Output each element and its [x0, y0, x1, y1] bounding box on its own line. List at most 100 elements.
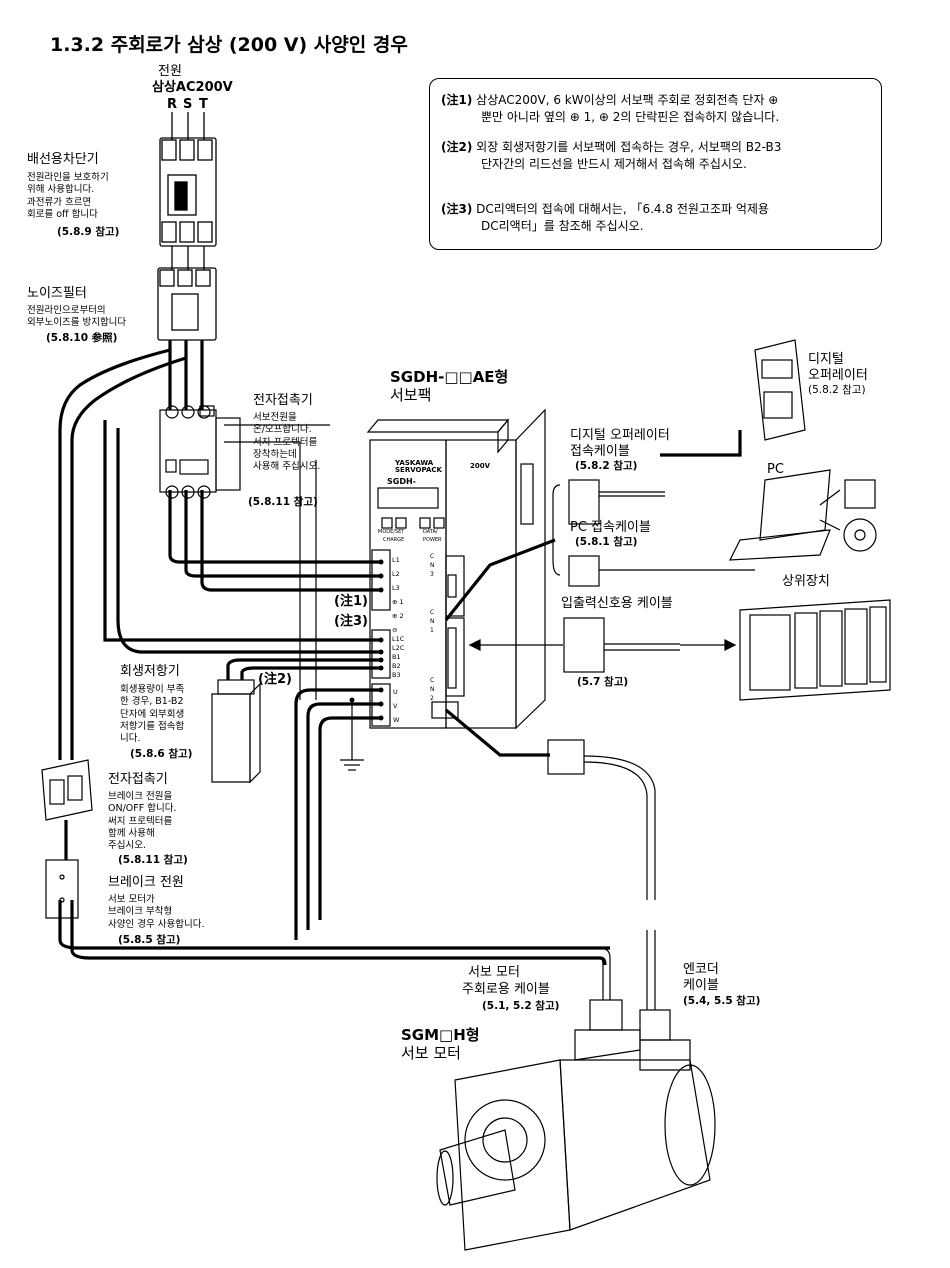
io-cable-title: 입출력신호용 케이블	[561, 596, 673, 611]
noise-filter-desc: 전원라인으로부터의 외부노이즈를 방지합니다	[27, 305, 126, 330]
pc-cable-ref: (5.8.1 참고)	[575, 536, 638, 548]
servopack-graphic	[366, 408, 546, 730]
servopack-voltage: 200V	[470, 462, 491, 470]
breaker-ref: (5.8.9 참고)	[57, 226, 120, 238]
terminal-l1c: L1C	[392, 635, 405, 643]
brake-power-title: 브레이크 전원	[108, 875, 184, 890]
note1-callout: (注1)	[334, 594, 368, 609]
terminals-top: L1 L2 L3 ⊕ 1 ⊕ 2 ⊖	[392, 553, 404, 637]
servopack-brand-2: SERVOPACK	[395, 466, 442, 474]
regen-resistor-graphic	[211, 679, 261, 784]
data-label: DATA/	[423, 529, 438, 535]
regen-desc: 회생용량이 부족 한 경우, B1-B2 단자에 외부회생 저항기를 접속합 니…	[120, 684, 184, 746]
brake-power-desc-1: 서보 모터가	[108, 894, 155, 905]
noise-filter-desc-2: 외부노이즈를 방지합니다	[27, 317, 127, 329]
note-1-line1: 삼상AC200V, 6 kW이상의 서보팩 주회로 정회전측 단자 ⊕	[476, 93, 779, 107]
terminal-b3: B3	[392, 671, 401, 679]
contactor-1-ref: (5.8.11 참고)	[248, 496, 318, 508]
breaker-desc-2: 위해 사용합니다.	[27, 184, 95, 196]
digital-operator-title-2: 오퍼레이터	[808, 368, 868, 383]
noise-filter-desc-1: 전원라인으로부터의	[27, 305, 106, 316]
terminal-plus2: ⊕ 2	[392, 612, 404, 620]
mode-label: MODE/SET	[378, 529, 405, 535]
io-cable-graphic	[563, 617, 680, 673]
regen-desc-2: 한 경우, B1-B2	[120, 696, 184, 708]
terminal-l1: L1	[392, 556, 400, 564]
motor-cable-ref: (5.1, 5.2 참고)	[482, 1000, 560, 1012]
regen-desc-1: 회생용량이 부족	[120, 684, 185, 695]
terminal-l2: L2	[392, 570, 400, 578]
notes-box	[429, 78, 882, 250]
power-label: 전원	[158, 64, 182, 79]
note-1-line2: 뿐만 아니라 옆의 ⊕ 1, ⊕ 2의 단락핀은 접속하지 않습니다.	[481, 110, 780, 125]
brake-power-graphic	[45, 859, 79, 919]
charge-label: CHARGE	[383, 537, 405, 543]
terminals-mid: L1C L2C B1 B2 B3	[392, 635, 404, 680]
note-3-tag: (注3)	[441, 202, 473, 216]
contactor-1-desc-2: 온/오프합니다.	[253, 424, 312, 436]
terminal-l3: L3	[392, 584, 400, 592]
phase-t: T	[199, 97, 208, 112]
contactor-1-desc-5: 사용해 주십시오.	[253, 461, 321, 473]
operator-cable-graphic	[568, 479, 665, 525]
operator-cable-title-2: 접속케이블	[570, 444, 630, 459]
contactor-1-desc-1: 서보전원을	[253, 412, 297, 423]
breaker-desc: 전원라인을 보호하기 위해 사용합니다. 과전류가 흐르면 회로를 off 합니…	[27, 172, 109, 221]
breaker-desc-4: 회로를 off 합니다	[27, 209, 98, 221]
contactor-2-desc-1: 브레이크 전원을	[108, 791, 173, 802]
phase-r: R	[167, 97, 178, 112]
servopack-model: SGDH-□□AE형	[390, 368, 509, 386]
regen-desc-4: 저항기를 접속합	[120, 721, 185, 733]
servopack-model-small: SGDH-	[387, 477, 416, 486]
noise-filter-ref: (5.8.10 参照)	[46, 332, 118, 344]
terminal-minus: ⊖	[392, 626, 398, 634]
note2-callout: (注2)	[258, 672, 292, 687]
noise-filter-title: 노이즈필터	[27, 286, 87, 301]
breaker-desc-3: 과전류가 흐르면	[27, 196, 92, 208]
contactor-2-graphic	[41, 759, 93, 821]
note-3: (注3) DC리액터의 접속에 대해서는, 「6.4.8 전원고조파 억제용 D…	[441, 201, 769, 236]
regen-desc-5: 니다.	[120, 733, 141, 745]
breaker-title: 배선용차단기	[27, 152, 99, 167]
operator-cable-ref: (5.8.2 참고)	[575, 460, 638, 472]
contactor-2-desc: 브레이크 전원을 ON/OFF 합니다. 써지 프로텍터를 함께 사용해 주십시…	[108, 791, 176, 853]
terminals-bot: U V W	[393, 685, 399, 727]
note-1: (注1) 삼상AC200V, 6 kW이상의 서보팩 주회로 정회전측 단자 ⊕…	[441, 92, 779, 127]
brake-power-ref: (5.8.5 참고)	[118, 934, 181, 946]
brake-power-desc-3: 사양인 경우 사용합니다.	[108, 918, 205, 930]
regen-title: 회생저항기	[120, 664, 180, 679]
cn1-label: C N 1	[430, 609, 435, 634]
servopack-brand-1: YASKAWA	[395, 459, 434, 467]
terminal-plus1: ⊕ 1	[392, 598, 404, 606]
power-spec: 삼상AC200V	[152, 80, 233, 95]
contactor-1-graphic	[159, 405, 241, 499]
phase-s: S	[183, 97, 193, 112]
motor-name: 서보 모터	[401, 1044, 461, 1062]
contactor-2-desc-4: 함께 사용해	[108, 828, 155, 840]
encoder-cable-title-2: 케이블	[683, 978, 719, 993]
note-2-line1: 외장 회생저항기를 서보팩에 접속하는 경우, 서보팩의 B2-B3	[476, 140, 782, 154]
digital-operator-graphic	[754, 339, 806, 441]
contactor-2-desc-5: 주십시오.	[108, 840, 146, 852]
contactor-2-desc-2: ON/OFF 합니다.	[108, 803, 177, 815]
note-1-tag: (注1)	[441, 93, 473, 107]
breaker-graphic	[159, 137, 217, 247]
encoder-cable-title-1: 엔코더	[683, 962, 719, 977]
note-2-line2: 단자간의 리드선을 반드시 제거해서 접속해 주십시오.	[481, 157, 747, 172]
terminal-v: V	[393, 702, 398, 710]
io-cable-ref: (5.7 참고)	[577, 676, 629, 688]
servo-motor-graphic	[436, 999, 716, 1251]
terminal-b2: B2	[392, 662, 401, 670]
note3-callout: (注3)	[334, 614, 368, 629]
pc-cable-title: PC 접속케이블	[570, 520, 651, 535]
digital-operator-title-1: 디지털	[808, 352, 844, 367]
host-controller-graphic	[739, 599, 891, 701]
terminal-b1: B1	[392, 653, 401, 661]
power-indicator-label: POWER	[423, 537, 442, 543]
pc-title: PC	[767, 462, 784, 477]
digital-operator-ref: (5.8.2 참고)	[808, 384, 866, 396]
contactor-2-ref: (5.8.11 참고)	[118, 854, 188, 866]
motor-model: SGM□H형	[401, 1026, 480, 1044]
operator-cable-title-1: 디지털 오퍼레이터	[570, 428, 670, 443]
